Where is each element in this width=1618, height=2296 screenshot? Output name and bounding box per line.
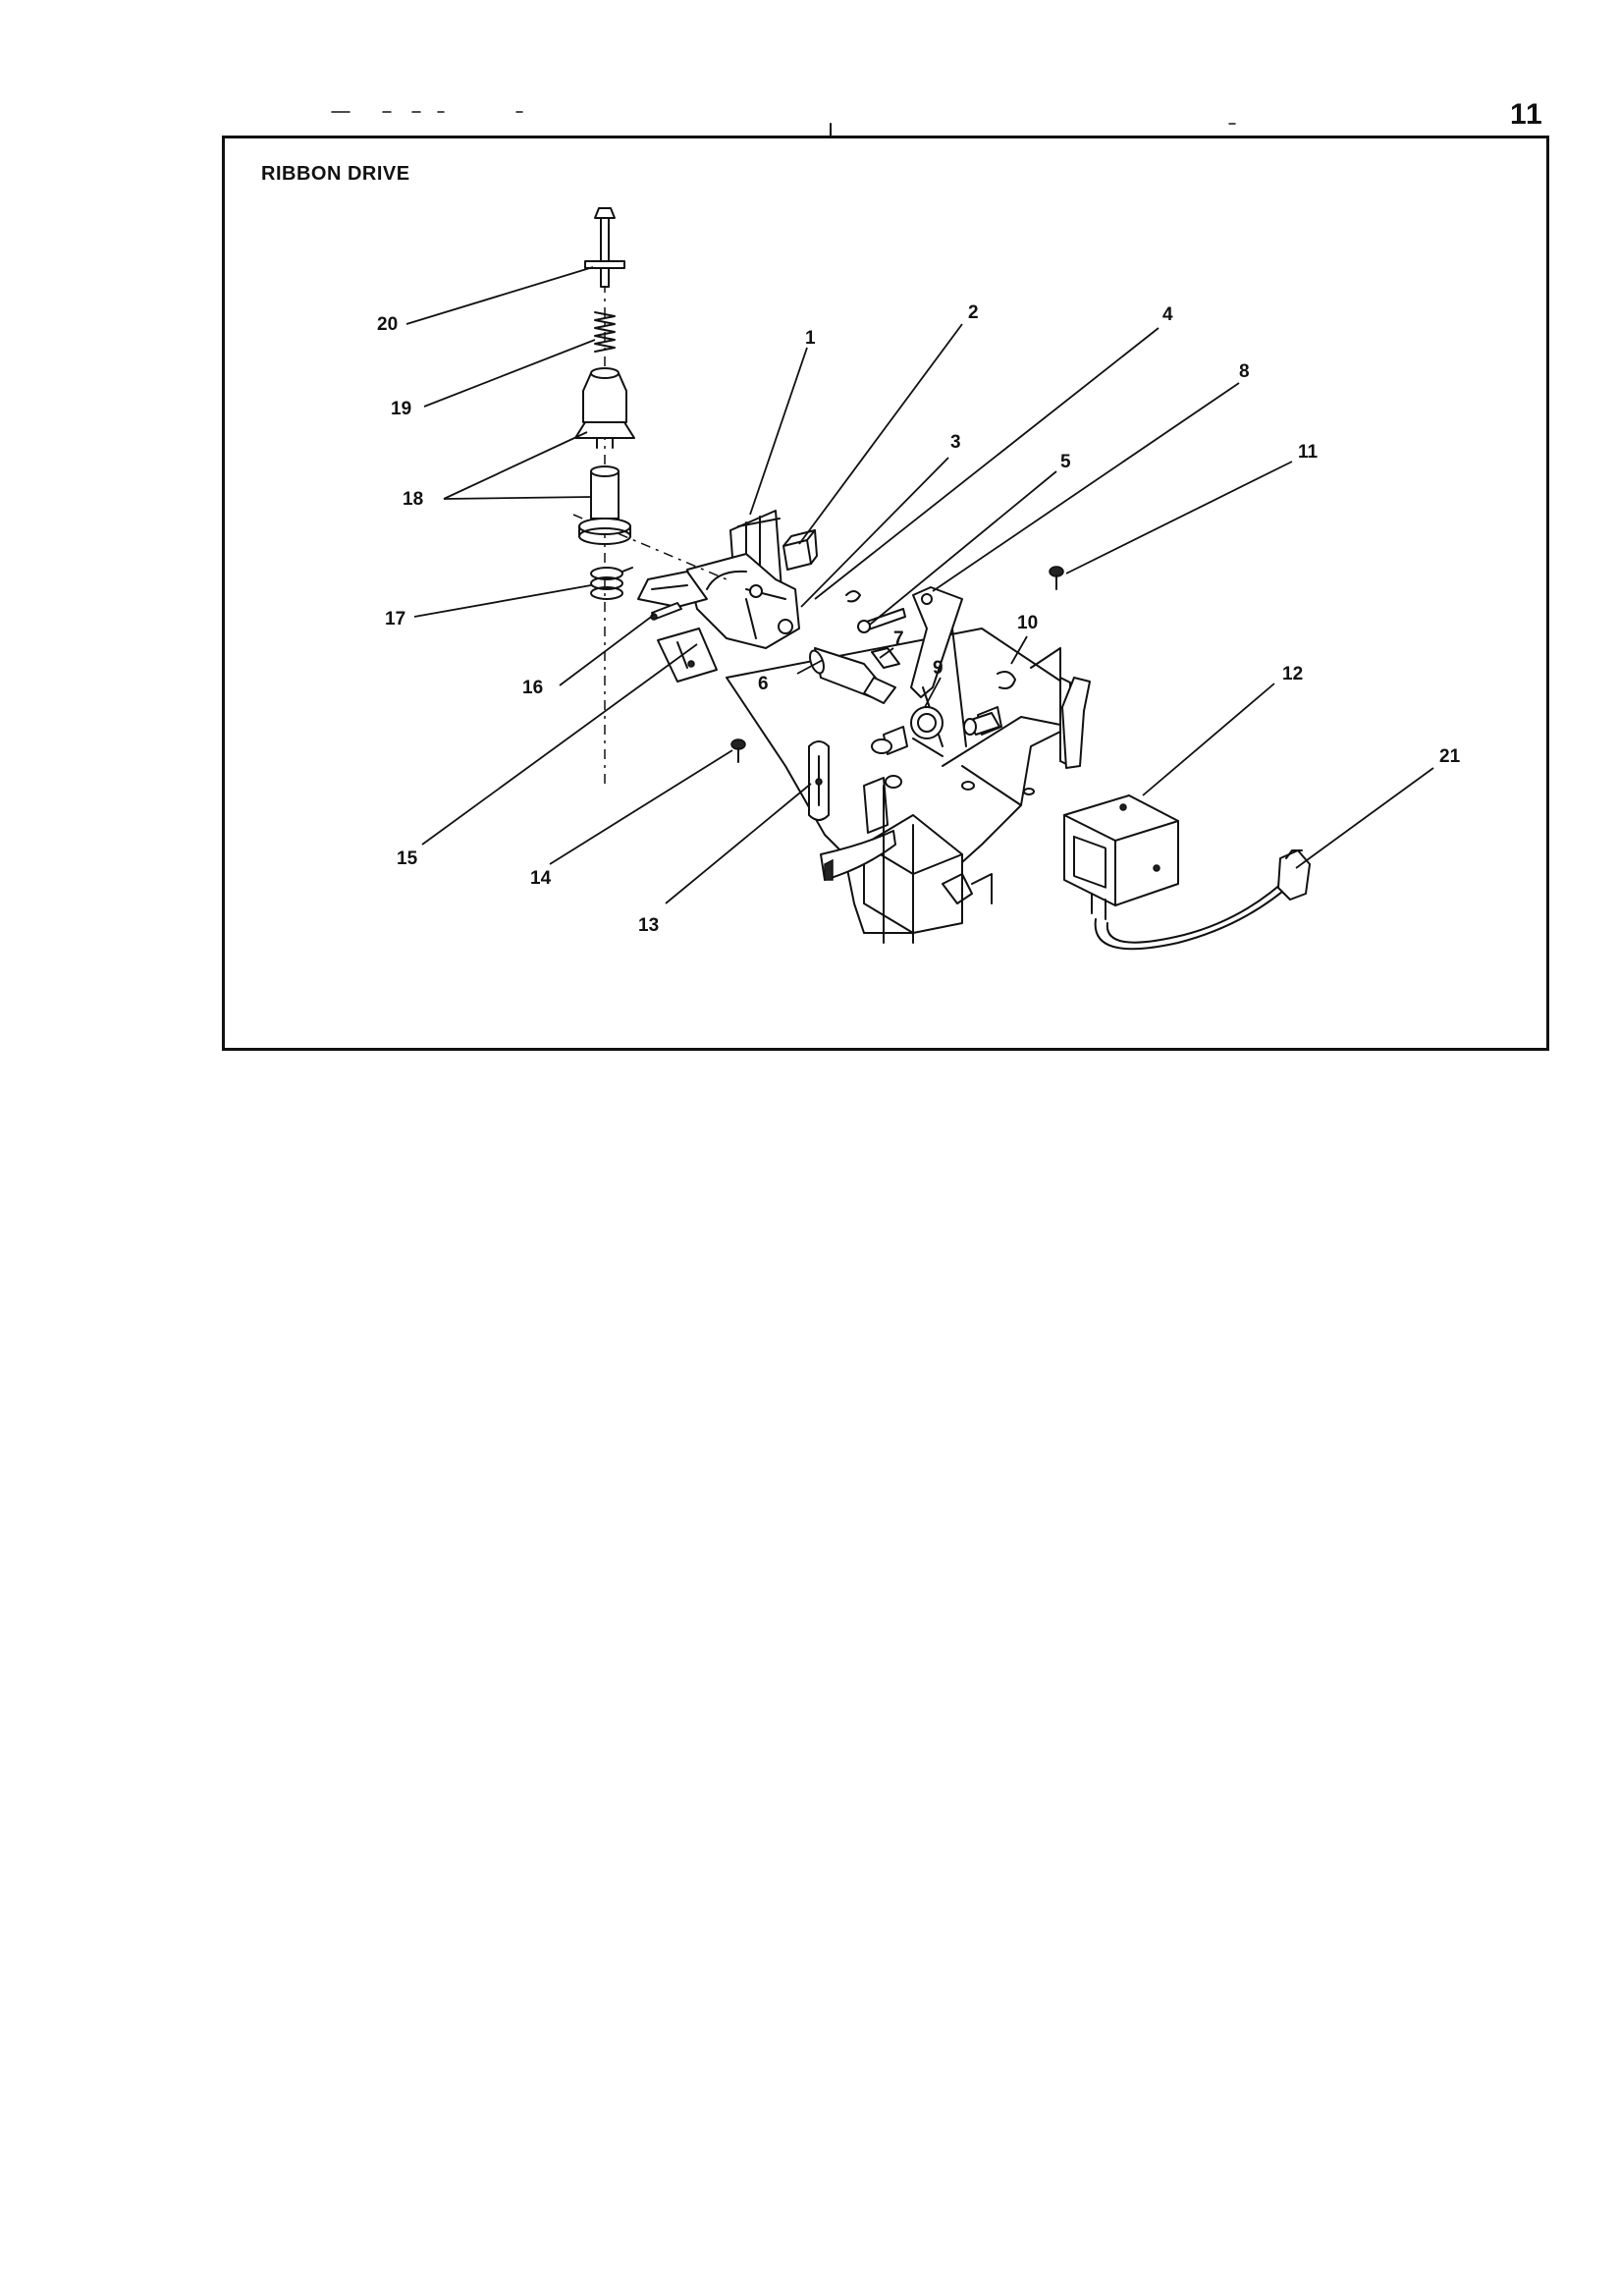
part-10-eclip (997, 671, 1016, 689)
callout-label: 17 (385, 609, 405, 629)
part-18-hub (578, 465, 631, 545)
callout-label: 10 (1017, 613, 1038, 633)
scan-marks (331, 111, 1236, 138)
part-11-screw (1049, 566, 1064, 590)
part-4-clip (845, 590, 861, 603)
part-9-gear (910, 706, 944, 757)
callout-label: 3 (950, 432, 961, 453)
callout-label: 11 (1298, 442, 1319, 463)
callout-label: 15 (397, 848, 418, 869)
callout-label: 16 (522, 678, 543, 698)
part-13-link (808, 740, 830, 821)
part-5-pin (857, 608, 906, 633)
page-number: 11 (1510, 98, 1543, 131)
lower-pivots (871, 738, 1035, 795)
central-lever-assembly (637, 553, 800, 649)
callout-label: 18 (403, 489, 423, 510)
callout-label: 13 (638, 915, 659, 936)
part-14-screw (730, 738, 746, 763)
callout-label: 20 (377, 314, 398, 335)
figure-frame (222, 136, 1549, 1051)
callout-label: 14 (530, 868, 552, 889)
spindle-stack (572, 207, 728, 786)
small-cylinder (963, 712, 1000, 736)
callout-label: 9 (933, 658, 944, 679)
callout-label: 4 (1162, 304, 1173, 325)
part-15-plate (657, 628, 718, 683)
callout-label: 19 (391, 399, 411, 419)
callout-label: 6 (758, 674, 769, 694)
part-6-shaft (809, 647, 896, 704)
callout-label: 5 (1060, 452, 1071, 472)
leader-lines (405, 266, 1434, 904)
part-7-link (871, 647, 900, 669)
callout-label: 7 (893, 629, 904, 649)
callout-label: 12 (1282, 664, 1303, 684)
part-17-coil (590, 567, 633, 600)
part-12-solenoid (1063, 794, 1179, 920)
callout-label: 8 (1239, 361, 1250, 382)
part-20-shaft (584, 207, 625, 288)
part-19-spring (594, 311, 616, 353)
callout-label: 2 (968, 302, 979, 323)
part-21-harness (1094, 849, 1311, 951)
figure-title: RIBBON DRIVE (261, 163, 410, 185)
base-frame (726, 628, 1091, 944)
callout-label: 1 (805, 328, 816, 349)
callout-label: 21 (1439, 746, 1461, 767)
callout-labels: 1 2 3 4 5 6 7 8 9 10 11 12 13 14 15 16 1… (377, 302, 1461, 936)
part-18-spool-cap (574, 367, 635, 449)
part-2-block (782, 529, 818, 571)
